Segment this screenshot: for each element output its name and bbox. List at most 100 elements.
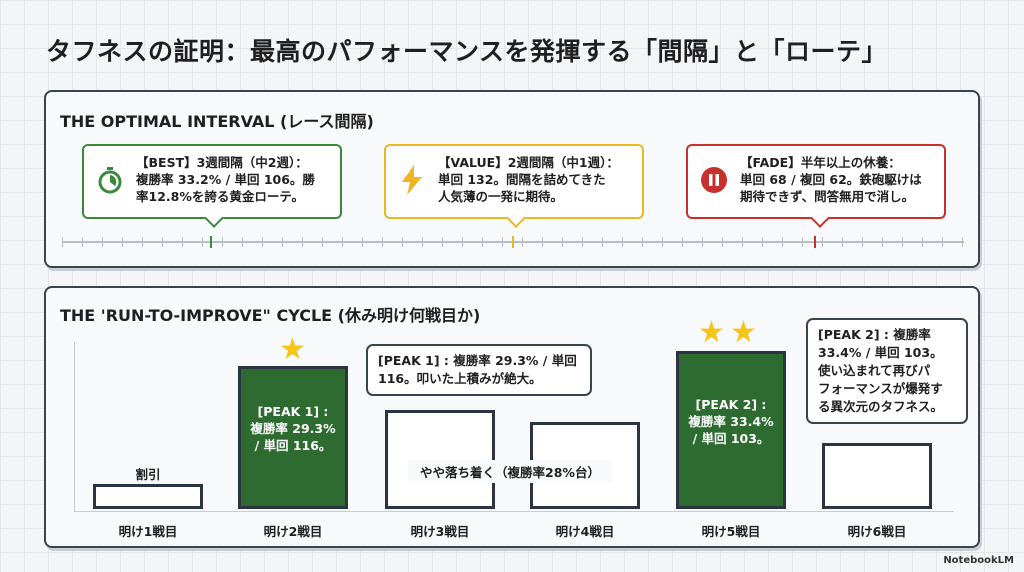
bar-text: [PEAK 2] : [695,397,767,412]
timeline-tick [882,237,883,247]
timeline-tick [662,237,663,247]
bar-3 [385,410,495,509]
timeline-tick [802,237,803,247]
timeline-tick [282,237,283,247]
timeline-tick [702,237,703,247]
timeline-tick [182,237,183,247]
x-label: 明け5戦目 [701,524,761,539]
timeline-tick [962,237,963,247]
star-icon: ★ [730,315,757,350]
timeline-tick [822,237,823,247]
timeline-tick [622,237,623,247]
callout-line: 率12.8%を誇る黄金ローテ。 [136,189,304,204]
timeline-tick [122,237,123,247]
timeline-tick [442,237,443,247]
bar-1 [93,484,203,509]
bar-2-peak: [PEAK 1] : 複勝率 29.3% / 単回 116。 [238,366,348,509]
page-title: タフネスの証明：最高のパフォーマンスを発揮する「間隔」と「ローテ」 [46,37,888,66]
panel-heading: THE OPTIMAL INTERVAL (レース間隔) [60,112,374,131]
best-marker [210,236,212,248]
x-label: 明け2戦目 [263,524,323,539]
discount-note: 割引 [135,467,161,482]
y-axis [74,342,75,512]
timeline-tick [582,237,583,247]
timeline-tick [502,237,503,247]
timeline-tick [542,237,543,247]
timeline-tick [862,237,863,247]
baseline [74,511,954,512]
timeline-tick [102,237,103,247]
bar-text: 複勝率 29.3% [250,421,336,436]
timeline-tick [162,237,163,247]
callout-line: 期待できず、問答無用で消し。 [740,189,915,204]
bar-5-peak: [PEAK 2] : 複勝率 33.4% / 単回 103。 [676,351,786,509]
x-label: 明け1戦目 [118,524,178,539]
bar-text: / 単回 116。 [254,438,332,453]
callout-line: 単回 68 / 複回 62。鉄砲駆けは [740,172,922,187]
bubble-line: フォーマンスが爆発す [818,381,943,396]
value-marker [512,236,514,248]
timeline-tick [402,237,403,247]
timeline-tick [682,237,683,247]
timeline-tick [722,237,723,247]
x-label: 明け3戦目 [410,524,470,539]
timeline-tick [362,237,363,247]
timeline-tick [62,237,63,247]
star-icon: ★ [698,315,725,350]
callout-line: 【BEST】3週間隔（中2週）： [136,155,308,170]
timeline-tick [842,237,843,247]
timeline-tick [142,237,143,247]
timeline-tick [742,237,743,247]
timeline-tick [522,237,523,247]
x-label: 明け6戦目 [847,524,907,539]
fade-marker [814,236,816,248]
timeline-tick [482,237,483,247]
star-icon: ★ [279,332,306,367]
bar-text: [PEAK 1] : [257,404,329,419]
bubble-line: [PEAK 1] : 複勝率 29.3% / 単回 [378,353,577,368]
run-to-improve-panel: THE 'RUN-TO-IMPROVE" CYCLE (休み明け何戦目か) 割引… [44,286,980,548]
callout-line: 単回 132。間隔を詰めてきた [438,172,606,187]
timeline-tick [782,237,783,247]
timeline-tick [302,237,303,247]
lightning-icon [398,165,426,195]
peak1-bubble: [PEAK 1] : 複勝率 29.3% / 単回 116。叩いた上積みが絶大。 [366,344,592,396]
timeline-tick [342,237,343,247]
callout-line: 【FADE】半年以上の休養： [740,155,901,170]
timeline-tick [922,237,923,247]
value-callout: 【VALUE】2週間隔（中1週）： 単回 132。間隔を詰めてきた 人気薄の一発… [384,144,644,219]
pause-icon [700,166,728,194]
timeline-tick [322,237,323,247]
best-callout: 【BEST】3週間隔（中2週）： 複勝率 33.2% / 単回 106。勝 率1… [82,144,342,219]
timeline-tick [222,237,223,247]
bar-6 [822,443,932,509]
timeline-tick [762,237,763,247]
bubble-line: 116。叩いた上積みが絶大。 [378,371,542,386]
callout-line: 人気薄の一発に期待。 [438,189,564,204]
timeline-tick [462,237,463,247]
bar-text: / 単回 103。 [692,431,770,446]
bubble-line: 使い込まれて再びパ [818,363,931,378]
bubble-line: [PEAK 2] : 複勝率 [818,327,931,342]
timeline-tick [202,237,203,247]
optimal-interval-panel: THE OPTIMAL INTERVAL (レース間隔) 【BEST】3週間隔（… [44,90,980,268]
bubble-line: る異次元のタフネス。 [818,399,944,414]
timeline-tick [262,237,263,247]
bubble-line: 33.4% / 単回 103。 [818,345,943,360]
fade-callout: 【FADE】半年以上の休養： 単回 68 / 複回 62。鉄砲駆けは 期待できず… [686,144,946,219]
bar-text: 複勝率 33.4% [688,414,774,429]
timeline-tick [942,237,943,247]
timeline-tick [562,237,563,247]
settle-note: やや落ち着く（複勝率28%台） [408,460,612,483]
timeline-tick [242,237,243,247]
timeline-tick [902,237,903,247]
peak2-bubble: [PEAK 2] : 複勝率 33.4% / 単回 103。 使い込まれて再びパ… [806,318,968,424]
timeline-tick [642,237,643,247]
timeline-tick [422,237,423,247]
callout-line: 複勝率 33.2% / 単回 106。勝 [136,172,315,187]
stopwatch-icon [96,166,124,194]
x-label: 明け4戦目 [555,524,615,539]
timeline-tick [602,237,603,247]
callout-line: 【VALUE】2週間隔（中1週）： [438,155,619,170]
timeline-tick [82,237,83,247]
